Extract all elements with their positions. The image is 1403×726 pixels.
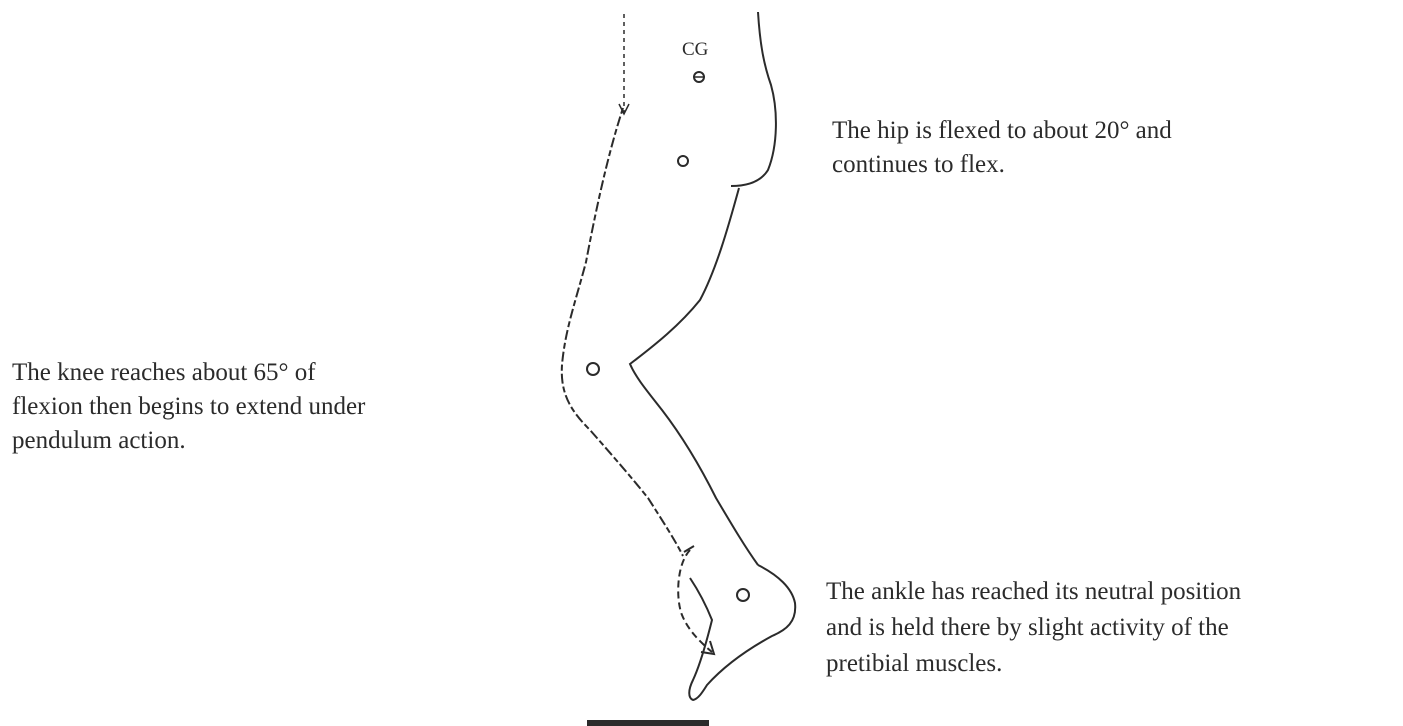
hip-annotation-line-2: continues to flex. — [832, 148, 1172, 182]
cg-label: CG — [682, 39, 709, 60]
knee-annotation-line-3: pendulum action. — [12, 424, 365, 458]
bottom-bar — [587, 720, 709, 726]
ankle-annotation: The ankle has reached its neutral positi… — [826, 574, 1241, 682]
knee-joint-marker — [587, 363, 599, 375]
leg-posterior-outline — [562, 108, 683, 556]
ankle-annotation-line-2: and is held there by slight activity of … — [826, 610, 1241, 646]
ankle-annotation-line-1: The ankle has reached its neutral positi… — [826, 574, 1241, 610]
knee-annotation: The knee reaches about 65° of flexion th… — [12, 356, 365, 458]
ankle-joint-marker — [737, 589, 749, 601]
leg-anterior-outline-upper — [731, 12, 776, 186]
hip-annotation-line-1: The hip is flexed to about 20° and — [832, 114, 1172, 148]
knee-annotation-line-1: The knee reaches about 65° of — [12, 356, 365, 390]
hip-joint-marker — [678, 156, 688, 166]
leg-anterior-outline-lower — [630, 188, 758, 565]
hip-annotation: The hip is flexed to about 20° and conti… — [832, 114, 1172, 182]
knee-annotation-line-2: flexion then begins to extend under — [12, 390, 365, 424]
foot-outline — [689, 565, 795, 700]
ankle-annotation-line-3: pretibial muscles. — [826, 646, 1241, 682]
